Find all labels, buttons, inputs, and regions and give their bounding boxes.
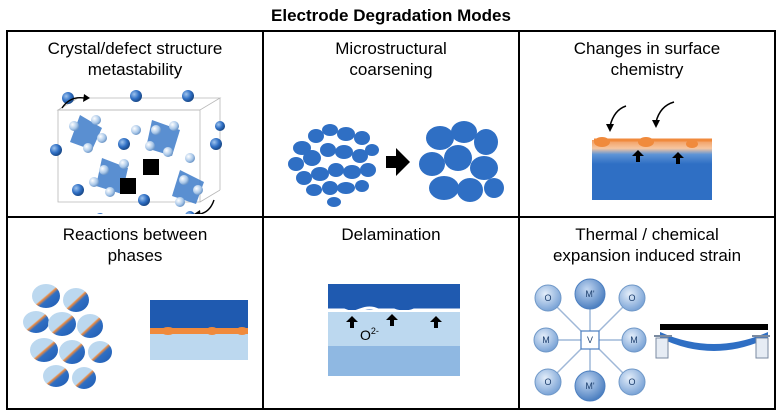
- panel-title: Delamination: [341, 225, 441, 244]
- panel-title: Reactions between phases: [62, 225, 208, 265]
- panel-reactions: Reactions between phases: [8, 218, 262, 408]
- svg-text:M': M': [585, 381, 594, 391]
- panel-grid: Crystal/defect structure metastability: [6, 30, 776, 410]
- grid-divider: [8, 216, 774, 218]
- svg-text:V: V: [587, 335, 593, 345]
- grid-divider: [262, 32, 264, 408]
- svg-text:O: O: [628, 293, 635, 303]
- svg-text:M': M': [585, 289, 594, 299]
- ion-label: O2-: [360, 326, 379, 343]
- delamination-illustration: O2-: [328, 284, 460, 376]
- svg-text:M: M: [542, 335, 550, 345]
- panel-strain: Thermal / chemical expansion induced str…: [520, 218, 774, 408]
- svg-text:O: O: [628, 377, 635, 387]
- panel-surface: Changes in surface chemistry: [520, 32, 774, 216]
- panel-title: Microstructural coarsening: [335, 39, 447, 79]
- panel-coarsening: Microstructural coarsening: [264, 32, 518, 216]
- panel-crystal: Crystal/defect structure metastability: [8, 32, 262, 216]
- panel-delamination: Delamination O2-: [264, 218, 518, 408]
- strain-illustration: O O O O M M M' M' V: [533, 278, 770, 402]
- surface-chemistry-illustration: [592, 101, 712, 200]
- crystal-structure-illustration: [50, 90, 225, 214]
- grid-divider: [518, 32, 520, 408]
- coarsening-illustration: [288, 121, 504, 207]
- panel-title: Changes in surface chemistry: [573, 39, 721, 79]
- panel-title: Thermal / chemical expansion induced str…: [552, 225, 742, 265]
- svg-text:O: O: [544, 293, 551, 303]
- figure-title: Electrode Degradation Modes: [271, 6, 511, 25]
- svg-text:O: O: [544, 377, 551, 387]
- reactions-illustration: [23, 284, 248, 389]
- svg-text:M: M: [630, 335, 638, 345]
- panel-title: Crystal/defect structure metastability: [47, 39, 223, 79]
